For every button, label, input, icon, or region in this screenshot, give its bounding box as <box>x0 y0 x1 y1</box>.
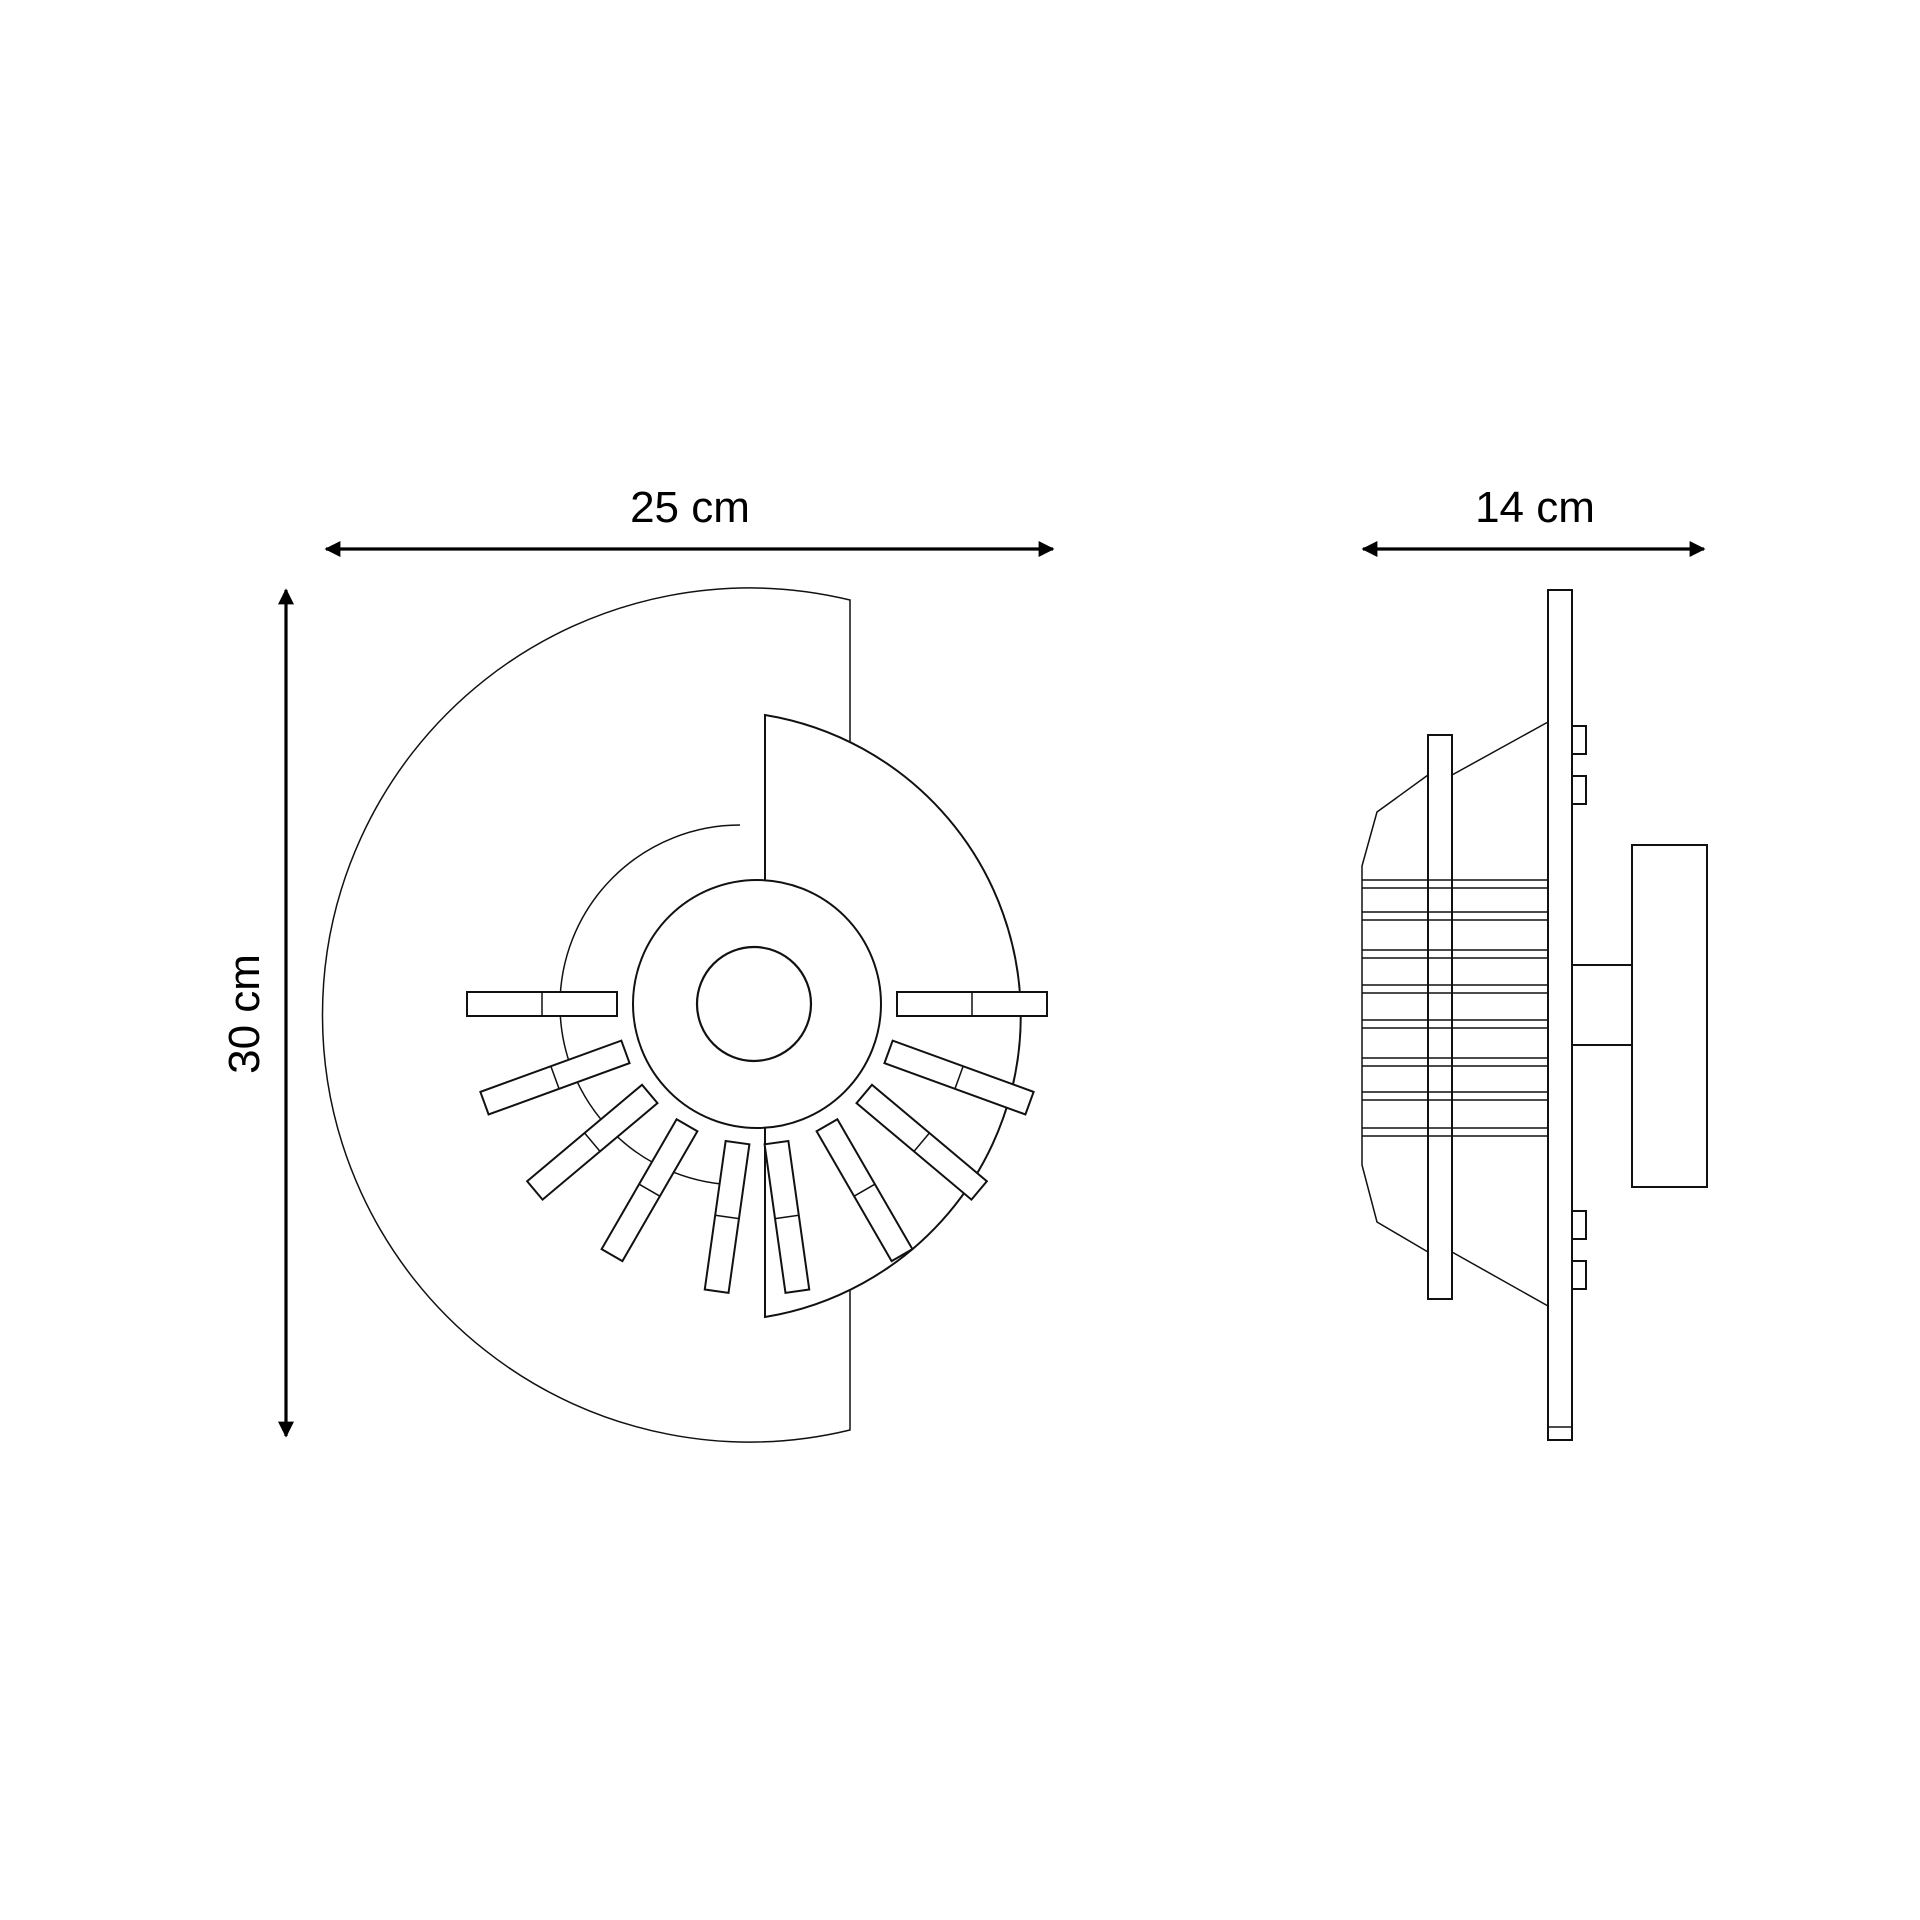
side-bolts <box>1571 725 1587 1290</box>
side-front-plate <box>1427 734 1453 1300</box>
bolt <box>1571 1260 1587 1290</box>
fin <box>855 1083 989 1202</box>
dimension-width-front: 25 cm <box>324 483 1055 557</box>
fin <box>703 1139 751 1294</box>
side-fin-layer <box>1362 984 1548 994</box>
fin <box>815 1117 914 1263</box>
dimension-height-front: 30 cm <box>220 588 294 1438</box>
radial-fins <box>466 991 1048 1294</box>
fin <box>896 991 1048 1017</box>
front-view <box>321 587 1048 1443</box>
side-fin-layer <box>1362 1019 1548 1029</box>
fin <box>466 991 618 1017</box>
side-view <box>1361 589 1708 1441</box>
side-fins <box>1362 879 1548 1137</box>
width-label: 25 cm <box>630 483 750 532</box>
side-fin-layer <box>1362 1057 1548 1067</box>
bolt <box>1571 725 1587 755</box>
fin <box>479 1039 631 1116</box>
side-tapered-body <box>1451 721 1549 1307</box>
depth-label: 14 cm <box>1475 483 1595 532</box>
wall-stem <box>1571 964 1633 1046</box>
wall-mount <box>1631 844 1708 1188</box>
side-fin-layer <box>1362 911 1548 921</box>
side-fin-layer <box>1362 1091 1548 1101</box>
dimension-depth-side: 14 cm <box>1361 483 1706 557</box>
side-fin-layer <box>1362 949 1548 959</box>
fin <box>600 1117 699 1263</box>
side-main-plate <box>1547 589 1573 1441</box>
center-hole <box>695 945 813 1063</box>
bolt <box>1571 1210 1587 1240</box>
side-fin-layer <box>1362 1127 1548 1137</box>
bolt <box>1571 775 1587 805</box>
center-washer <box>632 879 882 1129</box>
height-label: 30 cm <box>220 954 269 1074</box>
side-fin-layer <box>1362 879 1548 889</box>
fin <box>525 1083 659 1202</box>
fin <box>883 1039 1035 1116</box>
back-plate <box>321 587 851 1443</box>
fin <box>763 1139 811 1294</box>
